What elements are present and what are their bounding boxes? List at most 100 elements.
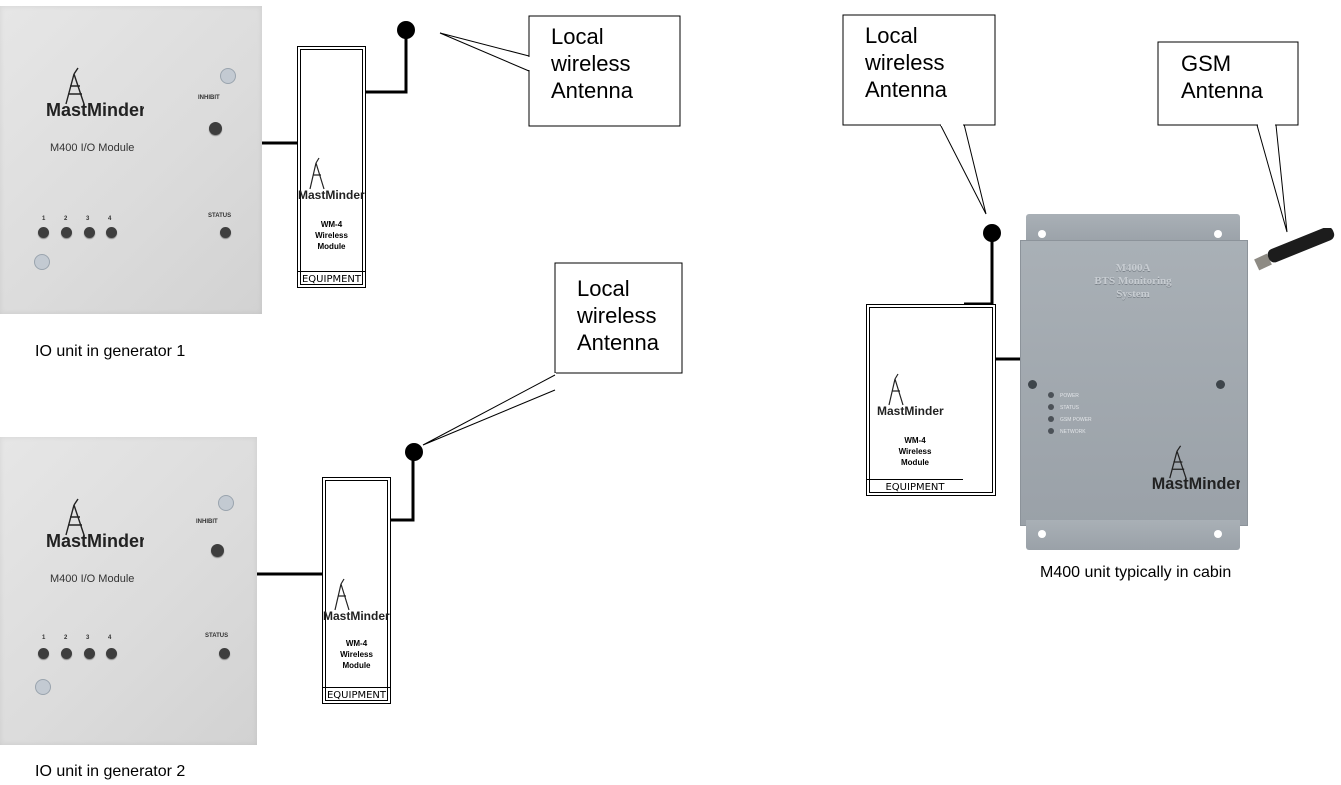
callout2-frame (554, 262, 683, 374)
wm-model: WM-4 (904, 436, 926, 445)
io-unit-2: MastMinder M400 I/O Module INHIBIT 1 2 3… (0, 437, 257, 745)
callout4-frame (1157, 41, 1299, 126)
wm1-antenna-tip (397, 21, 415, 39)
status-label: STATUS (208, 213, 232, 219)
callout-3-text: Local wireless Antenna (865, 22, 947, 103)
m400-mount-top (1026, 214, 1240, 244)
wireless-module-2: MastMinder WM-4 Wireless Module EQUIPMEN… (322, 477, 391, 704)
svg-text:MastMinder: MastMinder (46, 100, 144, 120)
led-number: 3 (86, 635, 90, 641)
inhibit-label: INHIBIT (198, 95, 220, 101)
inhibit-button[interactable] (209, 122, 222, 135)
callout-4-text: GSM Antenna (1181, 50, 1263, 104)
svg-text:MastMinder: MastMinder (877, 404, 944, 418)
callout1-pointer (439, 32, 530, 72)
m400-title-line: M400A (1115, 262, 1151, 274)
mount-hole (1214, 230, 1222, 238)
m400-led (1048, 404, 1054, 410)
m400-screw (1216, 380, 1225, 389)
screw-icon (34, 254, 50, 270)
wm-model: WM-4 (345, 639, 368, 648)
callout-line: Local (577, 276, 630, 301)
led-indicator (106, 648, 117, 659)
led-indicator (38, 227, 49, 238)
wm-desc-2: Module (901, 458, 929, 467)
wm1-antenna-cable (364, 30, 408, 94)
callout3-pointer (939, 123, 987, 215)
m400-mount-bottom (1026, 520, 1240, 550)
svg-text:MastMinder: MastMinder (298, 188, 365, 202)
led-indicator (84, 227, 95, 238)
screw-icon (218, 495, 234, 511)
callout-1-text: Local wireless Antenna (551, 23, 633, 104)
wireless-module-3: MastMinder WM-4 Wireless Module EQUIPMEN… (866, 304, 996, 496)
mount-hole (1214, 530, 1222, 538)
m400-led-label: GSM POWER (1060, 417, 1092, 423)
mastminder-logo: MastMinder (877, 373, 944, 418)
io-unit-2-caption: IO unit in generator 2 (35, 763, 186, 780)
m400-title: M400A BTS Monitoring System (1020, 262, 1246, 301)
screw-icon (35, 679, 51, 695)
m400-title-line: BTS Monitoring (1094, 275, 1172, 287)
m400-title-line: System (1116, 288, 1150, 300)
wm-desc-1: Wireless (315, 231, 348, 240)
m400-unit: M400A BTS Monitoring System POWER STATUS… (1020, 214, 1340, 550)
led-number: 2 (64, 635, 68, 641)
io-unit-1: MastMinder M400 I/O Module INHIBIT 1 2 3… (0, 6, 262, 314)
m400-body (1020, 240, 1248, 526)
callout-line: GSM (1181, 51, 1232, 76)
callout-line: Antenna (577, 330, 659, 355)
callout4-pointer (1256, 124, 1288, 233)
mastminder-logo: MastMinder (323, 578, 390, 623)
led-indicator (61, 227, 72, 238)
m400-led-label: POWER (1060, 393, 1079, 399)
mount-hole (1038, 230, 1046, 238)
led-number: 1 (42, 635, 46, 641)
led-indicator (61, 648, 72, 659)
mastminder-logo: MastMinder (46, 498, 144, 551)
callout2-pointer (422, 374, 556, 446)
mastminder-logo: MastMinder (1152, 445, 1240, 493)
wm-desc-2: Module (342, 661, 371, 670)
wm-desc-1: Wireless (898, 447, 932, 456)
m400-caption: M400 unit typically in cabin (1040, 564, 1232, 581)
inhibit-button[interactable] (211, 544, 224, 557)
callout3-frame (842, 14, 996, 126)
led-number: 1 (42, 216, 46, 222)
svg-text:MastMinder: MastMinder (1152, 475, 1240, 493)
status-led (219, 648, 230, 659)
mastminder-logo: MastMinder (46, 67, 144, 120)
inhibit-label: INHIBIT (196, 519, 218, 525)
equipment-label: EQUIPMENT (298, 271, 365, 285)
wm3-antenna-cable (964, 234, 994, 306)
led-number: 4 (108, 216, 112, 222)
wm2-antenna-tip (405, 443, 423, 461)
wm3-antenna-tip (983, 224, 1001, 242)
led-indicator (106, 227, 117, 238)
wm-desc-1: Wireless (340, 650, 373, 659)
wm2-antenna-cable (389, 453, 415, 522)
led-number: 3 (86, 216, 90, 222)
callout-line: wireless (551, 51, 631, 76)
equipment-label: EQUIPMENT (867, 479, 963, 493)
mount-hole (1038, 530, 1046, 538)
wm-model: WM-4 (320, 220, 343, 229)
m400-screw (1028, 380, 1037, 389)
status-label: STATUS (205, 633, 229, 639)
led-indicator (84, 648, 95, 659)
callout-line: Local (865, 23, 918, 48)
gsm-antenna-icon (1254, 228, 1335, 271)
io-unit-title: M400 I/O Module (50, 142, 135, 154)
svg-text:MastMinder: MastMinder (46, 531, 144, 551)
callout-line: Antenna (865, 77, 947, 102)
wm-desc-2: Module (317, 242, 346, 251)
callout-2-text: Local wireless Antenna (577, 275, 659, 356)
callout1-frame (528, 15, 681, 127)
mastminder-logo: MastMinder (298, 157, 365, 202)
callout-line: wireless (865, 50, 945, 75)
callout-line: Antenna (551, 78, 633, 103)
led-number: 2 (64, 216, 68, 222)
m400-led-label: NETWORK (1060, 429, 1086, 435)
m400-led (1048, 428, 1054, 434)
